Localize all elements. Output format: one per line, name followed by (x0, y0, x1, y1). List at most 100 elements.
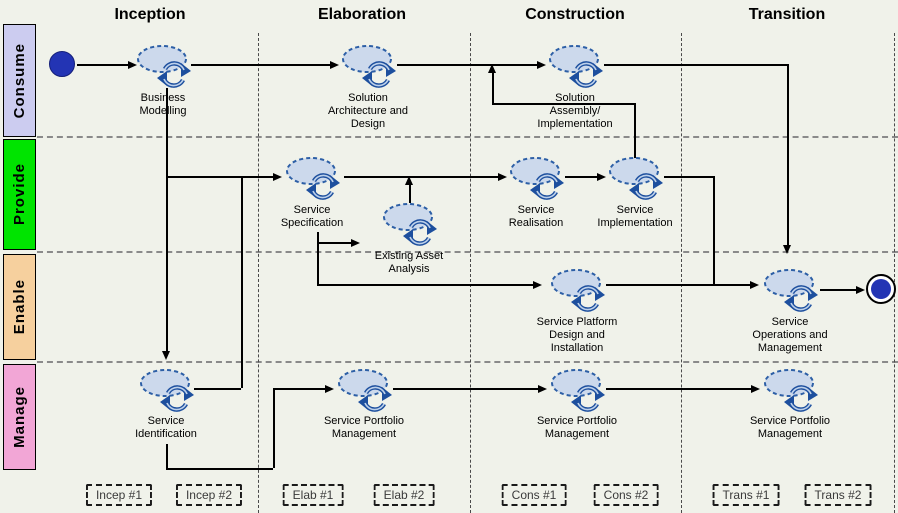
activity-label-line: Identification (135, 428, 197, 440)
arrowhead (351, 239, 360, 247)
connector-specification-to-realisation (344, 176, 498, 178)
activity-label-line: Business (140, 92, 186, 104)
phase-boundary-line (258, 33, 259, 513)
activity-label-line: Service (771, 316, 809, 328)
activity-existing-asset-analysis (382, 202, 440, 253)
arrowhead (162, 351, 170, 360)
activity-service-portfolio-management-transition (763, 368, 821, 419)
arrowhead (537, 61, 546, 69)
connector-specification-to-asset-analysis (317, 242, 351, 244)
activity-label-line: Operations and (752, 329, 828, 341)
activity-label-line: Design and (549, 329, 605, 341)
activity-label-line: Specification (280, 217, 344, 229)
activity-label-line: Management (757, 428, 823, 440)
end-node (866, 274, 896, 304)
activity-label-line: Implementation (537, 118, 613, 130)
activity-label-line: Implementation (597, 217, 673, 229)
arrowhead (750, 281, 759, 289)
activity-label-line: Management (757, 342, 823, 354)
activity-service-realisation (509, 156, 567, 207)
connector-business-modelling-to-solution-arch (191, 64, 330, 66)
connector-portfolio-elab-to-cons (393, 388, 538, 390)
connector-implementation-feedback-loop (634, 103, 636, 158)
cloud-refresh-icon (764, 269, 818, 312)
lane-label-text: Manage (11, 386, 28, 448)
connector-service-platform-to-operations (606, 284, 750, 286)
arrowhead (856, 286, 865, 294)
activity-label-line: Assembly/ (549, 105, 601, 117)
milestone-trans-1: Trans #1 (712, 484, 780, 506)
activity-business-modelling (136, 44, 194, 95)
phase-boundary-line (894, 33, 895, 513)
arrowhead (325, 385, 334, 393)
activity-label-line: Solution (348, 92, 388, 104)
connector-implementation-down-join (664, 176, 713, 178)
activity-service-portfolio-management-elaboration (337, 368, 395, 419)
connector-identification-to-portfolio (273, 388, 275, 468)
connector-solution-assembly-to-service-operations (604, 64, 787, 66)
arrowhead (751, 385, 760, 393)
arrowhead (128, 61, 137, 69)
connector-solution-arch-to-solution-assembly (397, 64, 537, 66)
lane-label-text: Consume (11, 42, 28, 119)
activity-service-identification (139, 368, 197, 419)
activity-label-line: Service Portfolio (536, 415, 618, 427)
connector-solution-assembly-to-service-operations (787, 64, 789, 245)
phase-header-transition: Transition (748, 6, 826, 23)
milestone-elab-2: Elab #2 (373, 484, 435, 506)
activity-label-line: Solution (555, 92, 595, 104)
cloud-refresh-icon (609, 157, 663, 200)
lane-label-enable: Enable (3, 254, 36, 360)
activity-label-line: Realisation (508, 217, 564, 229)
activity-label-line: Installation (550, 342, 604, 354)
arrowhead (405, 176, 413, 185)
start-node (49, 51, 75, 77)
connector-realisation-to-implementation (565, 176, 597, 178)
arrowhead (597, 173, 606, 181)
cloud-refresh-icon (338, 369, 392, 412)
arrowhead (498, 173, 507, 181)
cloud-refresh-icon (510, 157, 564, 200)
connector-identification-to-specification-join (194, 388, 241, 390)
connector-implementation-down-join (713, 176, 715, 284)
activity-label-line: Management (331, 428, 397, 440)
activity-label-line: Existing Asset (374, 250, 444, 262)
arrowhead (533, 281, 542, 289)
arrowhead (783, 245, 791, 254)
milestone-cons-1: Cons #1 (501, 484, 567, 506)
lane-label-consume: Consume (3, 24, 36, 137)
phase-boundary-line (681, 33, 682, 513)
activity-service-operations-and-management (763, 268, 821, 319)
connector-start-to-business-modelling (77, 64, 128, 66)
activity-service-specification (285, 156, 343, 207)
milestone-incep-2: Incep #2 (175, 484, 243, 506)
lane-label-text: Enable (11, 279, 28, 335)
activity-service-platform-design-and-installation (550, 268, 608, 319)
activity-label-line: Service Portfolio (323, 415, 405, 427)
lane-boundary-line (37, 251, 898, 253)
connector-specification-to-service-platform (317, 284, 533, 286)
end-node-inner-circle (871, 279, 891, 299)
cloud-refresh-icon (551, 369, 605, 412)
connector-specification-down-line (317, 232, 319, 284)
connector-implementation-feedback-loop (492, 103, 634, 105)
cloud-refresh-icon (342, 45, 396, 88)
milestone-elab-1: Elab #1 (282, 484, 344, 506)
activity-label-line: Service (616, 204, 654, 216)
milestone-incep-1: Incep #1 (85, 484, 153, 506)
arrowhead (273, 173, 282, 181)
lane-label-text: Provide (11, 163, 28, 226)
milestone-cons-2: Cons #2 (593, 484, 659, 506)
activity-label-line: Analysis (388, 263, 430, 275)
phase-header-inception: Inception (114, 6, 186, 23)
